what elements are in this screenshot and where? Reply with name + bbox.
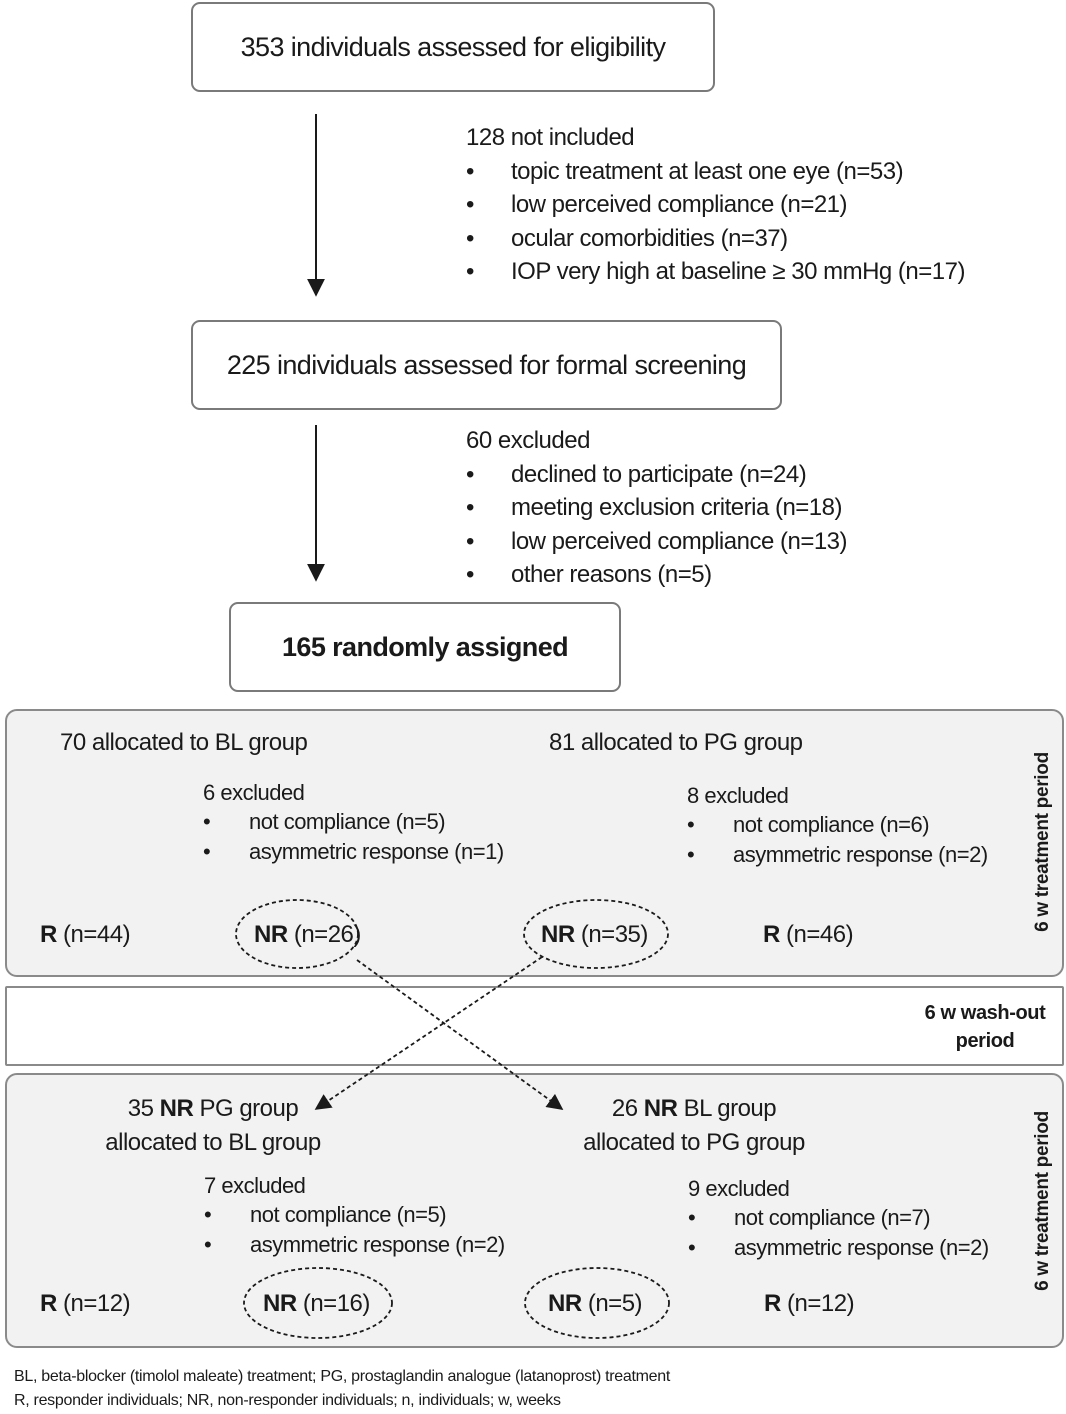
crossover-left-excluded-block: 7 excluded •not compliance (n=5) •asymme… xyxy=(204,1173,505,1257)
crossover-right-responders-count: R (n=12) xyxy=(764,1290,855,1317)
excluded-screening-title: 60 excluded xyxy=(466,427,590,454)
pg-excluded-title: 8 excluded xyxy=(687,783,789,808)
washout-label-line1: 6 w wash-out xyxy=(924,1002,1046,1024)
crossover-right-nonresponders-count: NR (n=5) xyxy=(548,1290,643,1317)
pg-nonresponders-count: NR (n=35) xyxy=(541,921,648,948)
bl-excluded-block: 6 excluded •not compliance (n=5) •asymme… xyxy=(203,780,504,864)
washout-band xyxy=(5,986,1064,1066)
eligibility-text: 353 individuals assessed for eligibility xyxy=(240,31,666,62)
footnote-abbreviations-2: R, responder individuals; NR, non-respon… xyxy=(14,1392,561,1409)
footnote-abbreviations-1: BL, beta-blocker (timolol maleate) treat… xyxy=(14,1368,670,1385)
randomized-text: 165 randomly assigned xyxy=(281,631,569,662)
period-2-side-label: 6 w treatment period xyxy=(1032,1111,1053,1291)
bl-excluded-title: 6 excluded xyxy=(203,780,305,805)
crossover-left-title: 35 NR PG group allocated to BL group xyxy=(105,1095,321,1156)
pg-group-title: 81 allocated to PG group xyxy=(549,729,803,756)
crossover-right-excluded-block: 9 excluded •not compliance (n=7) •asymme… xyxy=(688,1176,989,1260)
bl-responders-count: R (n=44) xyxy=(40,921,131,948)
screening-box: 225 individuals assessed for formal scre… xyxy=(191,320,782,410)
period-1-side-label: 6 w treatment period xyxy=(1032,752,1053,932)
bl-nonresponders-count: NR (n=26) xyxy=(254,921,361,948)
pg-excluded-block: 8 excluded •not compliance (n=6) •asymme… xyxy=(687,783,988,867)
bl-group-title: 70 allocated to BL group xyxy=(60,729,308,756)
crossover-right-title: 26 NR BL group allocated to PG group xyxy=(583,1095,805,1156)
crossover-left-responders-count: R (n=12) xyxy=(40,1290,131,1317)
pg-responders-count: R (n=46) xyxy=(763,921,854,948)
eligibility-box: 353 individuals assessed for eligibility xyxy=(191,2,715,92)
crossover-left-excluded-title: 7 excluded xyxy=(204,1173,306,1198)
randomized-box: 165 randomly assigned xyxy=(229,602,621,692)
washout-label-line2: period xyxy=(955,1030,1015,1052)
washout-label: 6 w wash-out period xyxy=(910,999,1060,1055)
not-included-title: 128 not included xyxy=(466,124,635,151)
crossover-right-excluded-title: 9 excluded xyxy=(688,1176,790,1201)
excluded-screening-block: 60 excluded •declined to participate (n=… xyxy=(466,427,848,588)
crossover-left-nonresponders-count: NR (n=16) xyxy=(263,1290,370,1317)
screening-text: 225 individuals assessed for formal scre… xyxy=(226,349,747,380)
not-included-block: 128 not included •topic treatment at lea… xyxy=(466,124,965,285)
